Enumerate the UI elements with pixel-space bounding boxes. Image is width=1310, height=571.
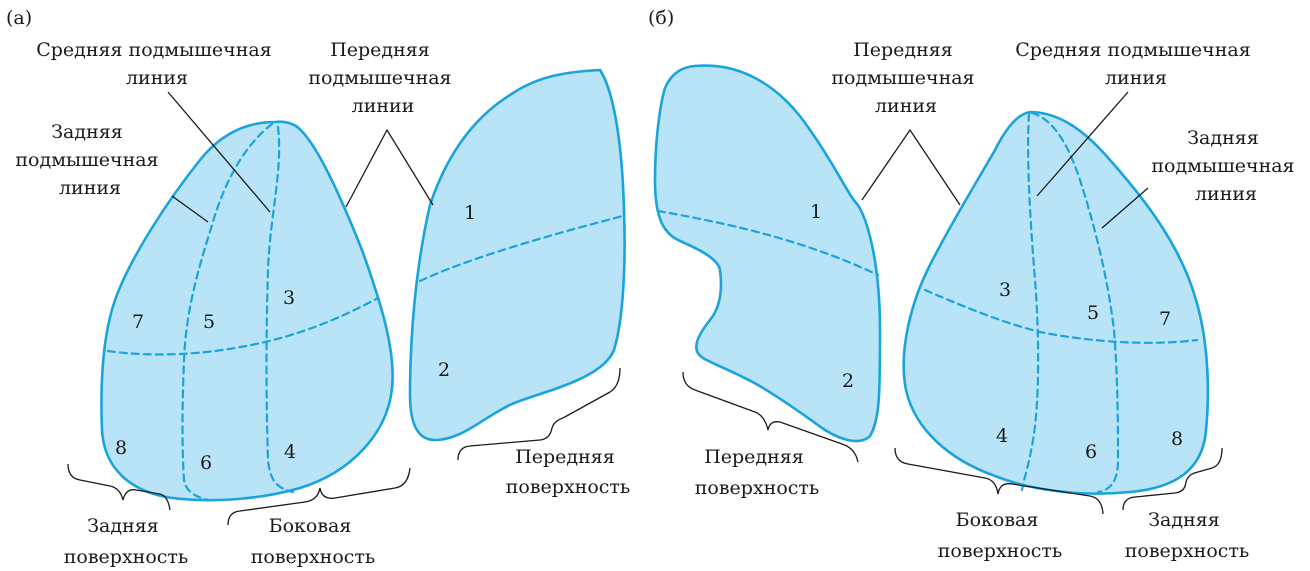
segment-5-a: 5	[203, 311, 215, 333]
segment-4-a: 4	[284, 441, 296, 463]
panel-b-tag: (б)	[648, 7, 674, 29]
segment-2-a: 2	[438, 359, 450, 381]
segment-3-a: 3	[283, 287, 295, 309]
panel-a-mid-axillary-label: Средняя подмышечная линия	[36, 39, 278, 89]
segment-6-b: 6	[1085, 441, 1097, 463]
panel-b-post-axillary-label: Задняя подмышечная линия	[1151, 127, 1300, 205]
panel-a-ant-axillary-label: Передняя подмышечная линии	[308, 39, 457, 117]
panel-a-posterior-surface-label: Задняя поверхность	[64, 515, 189, 568]
panel-a-anterior-surface-label: Передняя поверхность	[506, 446, 631, 498]
panel-a-anterior-lung	[410, 70, 625, 440]
panel-a-post-axillary-label: Задняя подмышечная линия	[15, 121, 164, 199]
segment-8-a: 8	[115, 437, 127, 459]
panel-a-lateral-surface-label: Боковая поверхность	[251, 515, 376, 568]
panel-a: (а) 1 2 3 4 5 6 7 8 Средняя подмышечная …	[6, 7, 630, 568]
segment-7-b: 7	[1159, 308, 1171, 330]
segment-7-a: 7	[132, 311, 144, 333]
segment-4-b: 4	[996, 425, 1008, 447]
panel-b-mid-axillary-label: Средняя подмышечная линия	[1015, 39, 1257, 89]
segment-3-b: 3	[999, 279, 1011, 301]
segment-8-b: 8	[1171, 428, 1183, 450]
panel-a-tag: (а)	[6, 7, 32, 29]
panel-b-ant-axillary-label: Передняя подмышечная линия	[831, 39, 980, 117]
segment-2-b: 2	[842, 370, 854, 392]
panel-a-lateral-lung	[101, 122, 392, 500]
segment-5-b: 5	[1087, 302, 1099, 324]
panel-b-ant-axillary-leader	[862, 130, 960, 205]
segment-6-a: 6	[200, 452, 212, 474]
panel-a-ant-axillary-leader	[346, 130, 433, 207]
segment-1-a: 1	[464, 202, 476, 224]
panel-b-posterior-surface-label: Задняя поверхность	[1125, 509, 1250, 562]
panel-b: (б) 1 2 3 4 5 6 7 8 Передняя подмышечная…	[648, 7, 1301, 562]
segment-1-b: 1	[810, 201, 822, 223]
panel-b-lateral-surface-label: Боковая поверхность	[938, 509, 1063, 562]
panel-b-anterior-surface-label: Передняя поверхность	[695, 446, 820, 499]
